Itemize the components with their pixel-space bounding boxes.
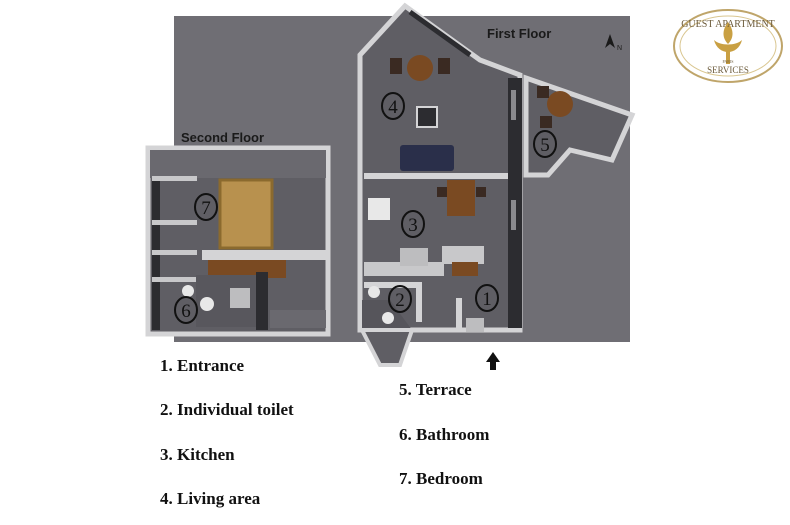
legend-item: 7. Bedroom <box>399 469 483 488</box>
room-number: 2 <box>395 290 405 311</box>
stove <box>368 198 390 220</box>
second-floor-block <box>145 145 331 337</box>
legend-item: 6. Bathroom <box>399 425 490 444</box>
legend-item: 1. Entrance <box>160 356 245 375</box>
room-number: 3 <box>408 215 418 236</box>
logo-city-text: PARIS <box>723 59 734 64</box>
room-marker-7: 7 <box>194 193 218 221</box>
room-marker-5: 5 <box>533 130 557 158</box>
first-floor-block <box>357 2 523 367</box>
room-number: 1 <box>482 289 492 310</box>
room-number: 5 <box>540 135 550 156</box>
room-number: 4 <box>388 97 398 118</box>
room-number: 7 <box>201 198 211 219</box>
room-marker-1: 1 <box>475 284 499 312</box>
legend-item: 2. Individual toilet <box>160 400 294 419</box>
terrace-table <box>547 91 573 117</box>
compass-label: N <box>617 45 622 52</box>
first-floor-label: First Floor <box>487 26 551 41</box>
entrance-arrow-icon <box>486 352 500 370</box>
north-compass-icon: N <box>605 34 622 52</box>
bed <box>218 178 274 250</box>
room-marker-3: 3 <box>401 210 425 238</box>
room-number: 6 <box>181 301 191 322</box>
legend-item: 5. Terrace <box>399 380 472 399</box>
logo-bottom-text: SERVICES <box>707 65 749 75</box>
terrace-block <box>523 74 636 178</box>
second-floor-label: Second Floor <box>181 130 264 145</box>
dining-table <box>407 55 433 81</box>
company-logo: GUEST APARTMENT SERVICES PARIS <box>673 9 783 83</box>
logo-top-text: GUEST APARTMENT <box>681 19 775 30</box>
sofa <box>400 145 454 171</box>
room-marker-2: 2 <box>388 285 412 313</box>
room-marker-6: 6 <box>174 296 198 324</box>
kitchen-table <box>447 180 475 216</box>
legend-item: 4. Living area <box>160 489 261 508</box>
legend-item: 3. Kitchen <box>160 445 235 464</box>
room-marker-4: 4 <box>381 92 405 120</box>
